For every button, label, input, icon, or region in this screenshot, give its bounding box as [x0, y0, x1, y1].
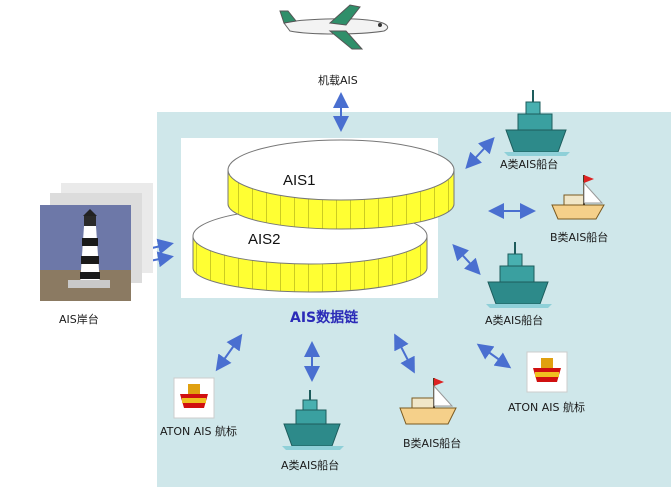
ais1-disk — [228, 140, 454, 229]
arrow-aton-left — [218, 337, 240, 368]
airborne-ais-label: 机载AIS — [318, 74, 358, 87]
airplane-icon — [280, 5, 388, 49]
class-a-right-label: A类AIS船台 — [485, 314, 543, 327]
aton-right-label: ATON AIS 航标 — [508, 401, 585, 414]
class-a-top-label: A类AIS船台 — [500, 158, 558, 171]
aton-buoy-right-icon — [527, 352, 567, 392]
arrow-class-a-right — [455, 247, 478, 272]
ais2-label: AIS2 — [248, 231, 281, 248]
arrow-aton-right — [480, 346, 508, 366]
class-b-right-label: B类AIS船台 — [550, 231, 608, 244]
class-a-bottom-label: A类AIS船台 — [281, 459, 339, 472]
class-a-ship-bottom-icon — [282, 390, 344, 450]
base-station-label: AIS岸台 — [59, 313, 99, 326]
aton-buoy-left-icon — [174, 378, 214, 418]
ais1-label: AIS1 — [283, 172, 316, 189]
class-a-ship-top-icon — [504, 90, 570, 156]
class-b-bottom-label: B类AIS船台 — [403, 437, 461, 450]
arrow-class-a-top — [468, 140, 492, 166]
arrow-class-b-bottom — [396, 337, 413, 370]
class-a-ship-right-icon — [486, 242, 552, 308]
class-b-boat-bottom-icon — [400, 378, 456, 424]
lighthouse-photo — [40, 183, 153, 301]
ais-data-link-title: AIS数据链 — [290, 307, 358, 327]
aton-left-label: ATON AIS 航标 — [160, 425, 237, 438]
class-b-boat-right-icon — [552, 175, 604, 219]
